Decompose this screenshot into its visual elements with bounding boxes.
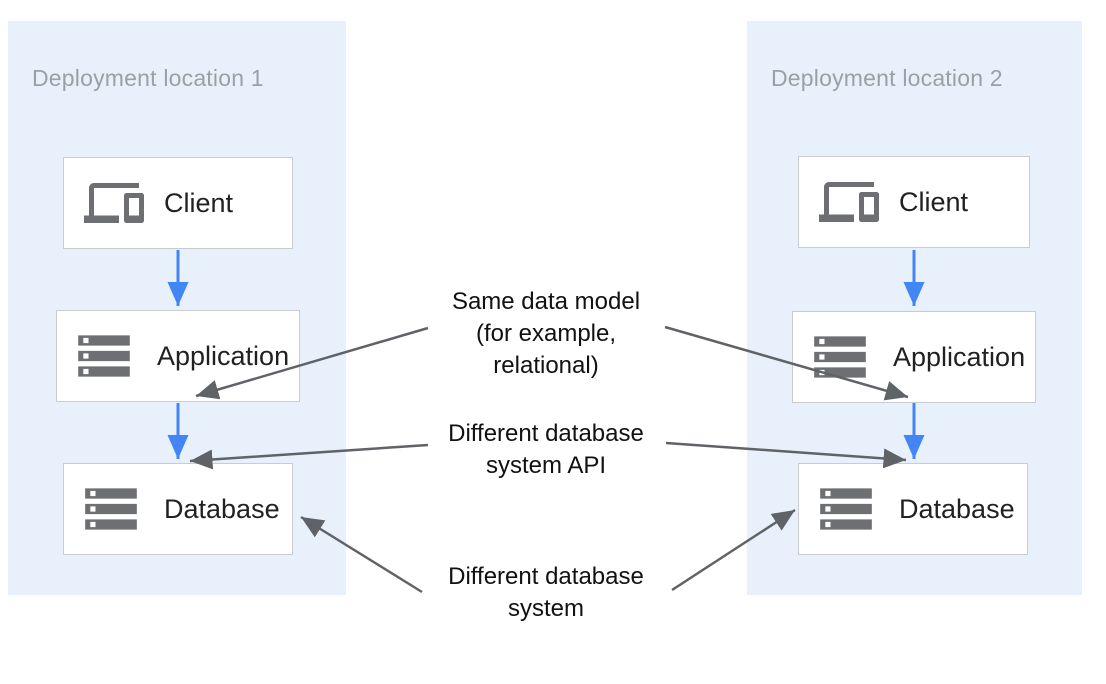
client-node-1: Client	[63, 157, 293, 249]
application-node-1: Application	[56, 310, 300, 402]
annotation-different-db-system: Different database system	[411, 561, 681, 625]
deployment-panel-1: Deployment location 1 Client Application	[8, 21, 346, 595]
annotation-line-text: Different database	[448, 563, 644, 590]
node-label-application-2: Application	[893, 341, 1026, 372]
application-node-2: Application	[792, 311, 1036, 403]
devices-icon	[819, 172, 879, 232]
database-node-1: Database	[63, 463, 293, 555]
annotation-different-db-system-api: Different database system API	[411, 418, 681, 482]
storage-icon	[819, 478, 879, 540]
storage-icon	[84, 478, 144, 540]
panel-title-2: Deployment location 2	[771, 65, 1003, 91]
deployment-panel-2: Deployment location 2 Client Application	[747, 21, 1082, 595]
annotation-line-text: Same data model	[451, 288, 641, 315]
annotation-line-text: Different database	[448, 420, 644, 447]
client-node-2: Client	[798, 156, 1030, 248]
node-label-database-2: Database	[899, 493, 1015, 524]
devices-icon	[84, 173, 144, 233]
annotation-line-text: system	[507, 595, 584, 622]
node-label-client-1: Client	[164, 187, 234, 218]
annotation-line-text: (for example,	[475, 320, 617, 347]
storage-icon	[77, 325, 137, 387]
annotation-same-data-model: Same data model (for example, relational…	[411, 286, 681, 382]
annotation-line-text: system API	[485, 452, 607, 479]
node-label-database-1: Database	[164, 493, 280, 524]
node-label-application-1: Application	[157, 340, 290, 371]
panel-title-1: Deployment location 1	[32, 65, 264, 91]
node-label-client-2: Client	[899, 186, 969, 217]
storage-icon	[813, 326, 873, 388]
database-node-2: Database	[798, 463, 1028, 555]
annotation-line-text: relational)	[493, 352, 599, 379]
